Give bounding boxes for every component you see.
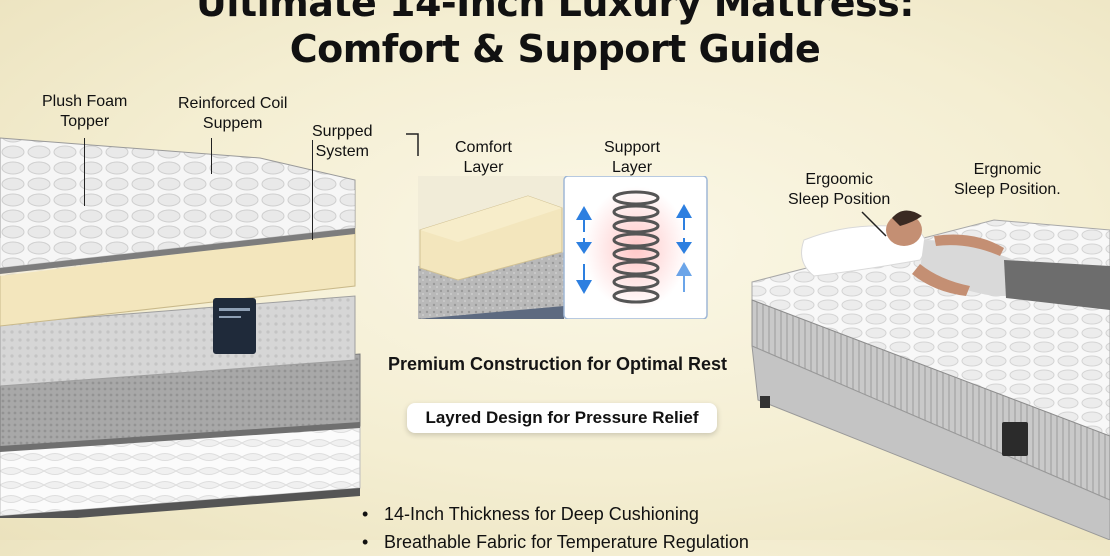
callout-plush-foam-topper: Plush Foam Topper bbox=[42, 93, 128, 130]
layer-cross-section-diagram bbox=[418, 176, 708, 319]
callout-reinforced-coil: Reinforced Coil Suppem bbox=[178, 95, 288, 132]
arrow-up-icon bbox=[676, 204, 692, 230]
coil-spring-icon bbox=[612, 190, 660, 304]
layered-design-label: Layred Design for Pressure Relief bbox=[425, 408, 699, 427]
leader-line bbox=[211, 138, 212, 174]
callout-comfort-layer: Comfort Layer bbox=[455, 139, 512, 176]
mattress-with-sleeper-illustration bbox=[751, 210, 1110, 540]
feature-item: Breathable Fabric for Temperature Regula… bbox=[362, 528, 749, 556]
layered-design-badge: Layred Design for Pressure Relief bbox=[407, 403, 717, 433]
leader-line bbox=[84, 138, 85, 206]
arrow-up-icon bbox=[676, 262, 692, 292]
arrow-up-icon bbox=[576, 206, 592, 232]
callout-support-layer: Support Layer bbox=[604, 139, 661, 176]
leader-line bbox=[312, 140, 313, 240]
leader-line bbox=[861, 211, 887, 237]
page-title: Ultimate 14-Inch Luxury Mattress: bbox=[196, 0, 914, 25]
arrow-down-icon bbox=[576, 238, 592, 254]
page-subtitle: Comfort & Support Guide bbox=[289, 27, 821, 71]
callout-supported-system: Surpped System bbox=[312, 123, 373, 160]
feature-list: 14-Inch Thickness for Deep Cushioning Br… bbox=[362, 500, 749, 556]
construction-caption: Premium Construction for Optimal Rest bbox=[388, 354, 728, 374]
feature-item: 14-Inch Thickness for Deep Cushioning bbox=[362, 500, 749, 528]
arrow-down-icon bbox=[576, 264, 592, 294]
leader-bracket bbox=[406, 133, 419, 156]
layered-mattress-illustration bbox=[0, 137, 361, 518]
callout-ergonomic-sleep-position-1: Ergoomic Sleep Position bbox=[788, 171, 891, 208]
arrow-down-icon bbox=[676, 238, 692, 254]
callout-ergonomic-sleep-position-2: Ergnomic Sleep Position. bbox=[954, 161, 1061, 198]
